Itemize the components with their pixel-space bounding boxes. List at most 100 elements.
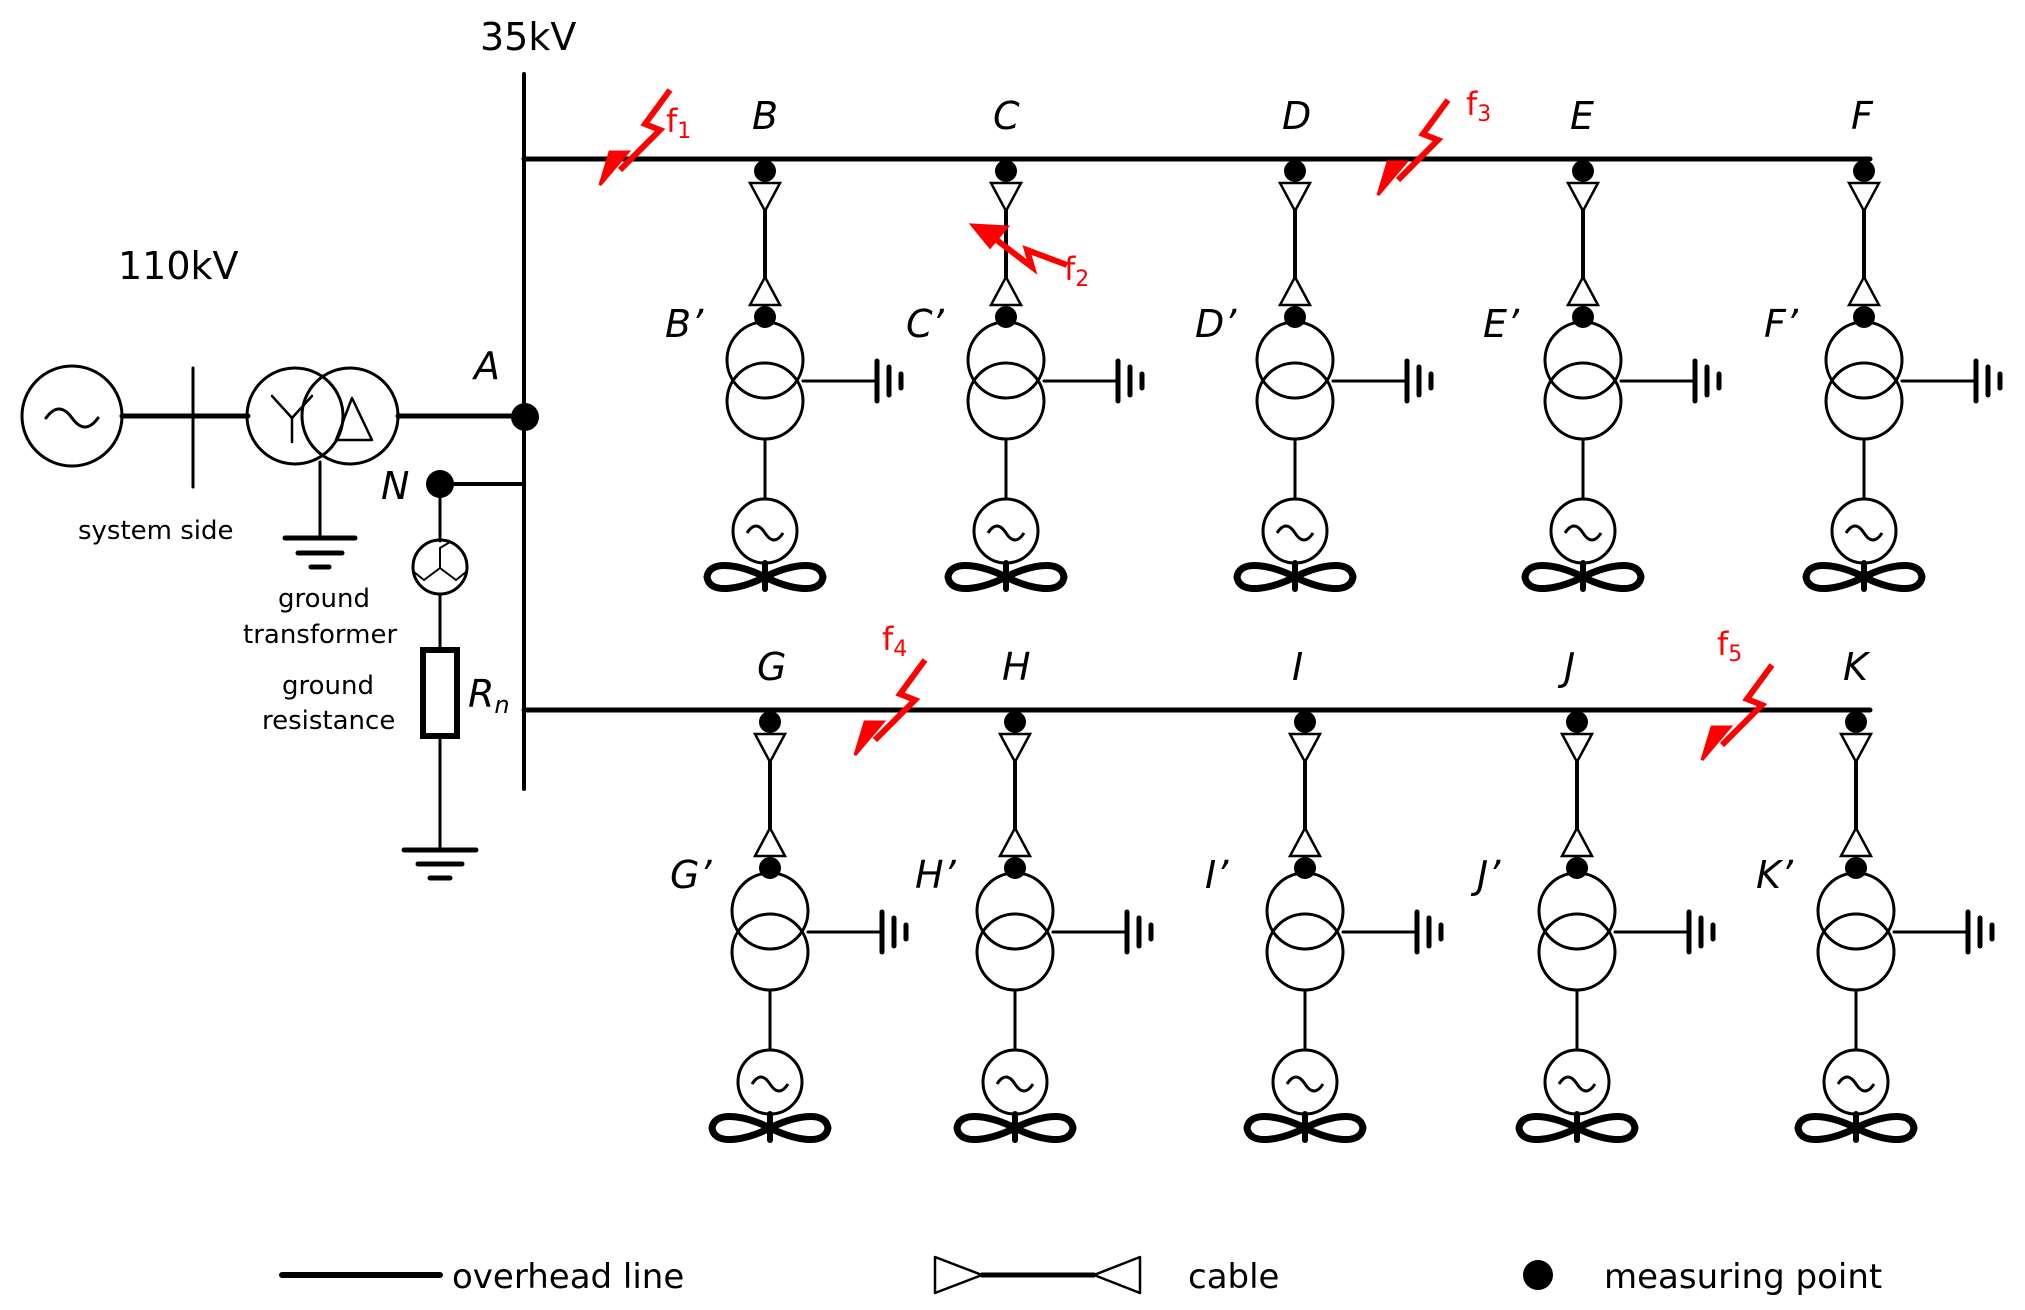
box-transformer-icon (1824, 361, 1904, 441)
rn-sub: n (494, 691, 509, 719)
cable-end-icon (1838, 732, 1874, 765)
cable-end-icon (752, 732, 788, 765)
legend-overhead-line-label: overhead line (452, 1257, 684, 1297)
turbine-unit-e: E E’ (1483, 94, 1722, 593)
measuring-point (754, 306, 776, 328)
measuring-point (759, 857, 781, 879)
measuring-point (1004, 857, 1026, 879)
turbine-unit-f: F F’ (1764, 94, 2003, 593)
fault-5-label: f5 (1717, 625, 1742, 667)
box-transformer-icon (975, 912, 1055, 992)
node-k-label: K (1843, 645, 1871, 689)
node-n-label: N (381, 464, 409, 508)
box-transformer-icon (1265, 871, 1345, 951)
node-e-label: E (1570, 94, 1594, 138)
box-transformer-icon (730, 912, 810, 992)
turbine-units: BB’ C C’ D D’ E E’ F F’ G G’ HH’II’ J J’ K K’ (665, 94, 2003, 1144)
measuring-point (1004, 711, 1026, 733)
box-transformer-icon (1543, 361, 1623, 441)
rn-main: R (468, 672, 494, 716)
system-side-source (20, 364, 251, 489)
turbine-unit-d: D D’ (1195, 94, 1434, 593)
box-transformer-icon (975, 871, 1055, 951)
box-transformer-icon (1537, 912, 1617, 992)
ground-resistance-label-2: resistance (262, 706, 395, 736)
turbine-unit-k: K K’ (1756, 645, 1995, 1144)
fault-2-icon (968, 223, 1069, 275)
cable-end-icon (1838, 825, 1874, 858)
cable-end-icon (1287, 732, 1323, 765)
voltage-35kv-label: 35kV (480, 15, 576, 59)
node-g-label: G (757, 645, 786, 689)
ground-resistance-label-1: ground (282, 671, 374, 701)
node-i-prime-label: I’ (1205, 853, 1229, 897)
cable-end-icon (1277, 181, 1313, 214)
fault-1-label: f1 (666, 102, 691, 144)
cable-end-icon (997, 732, 1033, 765)
box-transformer-icon (1255, 361, 1335, 441)
ground-resistor-icon (420, 647, 460, 739)
fault-3-label: f3 (1466, 85, 1491, 127)
measuring-point (1845, 857, 1867, 879)
rn-label: Rn (468, 672, 510, 719)
cable-end-icon (1559, 825, 1595, 858)
box-transformer-icon (1255, 320, 1335, 400)
legend-cable-symbol (933, 1255, 1142, 1295)
cable-end-icon (988, 181, 1024, 214)
node-f-label: F (1851, 94, 1874, 138)
box-transformer-icon (966, 361, 1046, 441)
turbine-unit-h: HH’ (915, 645, 1154, 1144)
turbine-unit-g: G G’ (670, 645, 909, 1144)
node-c-prime-label: C’ (906, 302, 945, 346)
measuring-point (1284, 160, 1306, 182)
cable-end-icon (988, 274, 1024, 307)
legend-measuring-point-symbol (1523, 1260, 1553, 1290)
ground-transformer-label-2: transformer (243, 620, 397, 650)
node-e-prime-label: E’ (1483, 302, 1520, 346)
fault-3-icon (1376, 98, 1451, 196)
measuring-point (1566, 857, 1588, 879)
node-c-label: C (993, 94, 1020, 138)
box-transformer-icon (1265, 912, 1345, 992)
measuring-point (1284, 306, 1306, 328)
cable-end-icon (752, 825, 788, 858)
measuring-point (1853, 160, 1875, 182)
box-transformer-icon (730, 871, 810, 951)
fault-2-label: f2 (1064, 250, 1089, 292)
legend: overhead line cable measuring point (279, 1255, 1882, 1297)
box-transformer-icon (1816, 912, 1896, 992)
node-j-prime-label: J’ (1470, 853, 1501, 897)
cable-end-icon (1277, 274, 1313, 307)
node-f-prime-label: F’ (1764, 302, 1799, 346)
fault-1-icon (598, 88, 673, 186)
fault-4-label: f4 (882, 620, 907, 662)
box-transformer-icon (725, 361, 805, 441)
cable-end-icon (747, 181, 783, 214)
node-k-prime-label: K’ (1756, 853, 1794, 897)
ground-transformer-label-1: ground (278, 584, 370, 614)
system-side-label: system side (78, 516, 234, 546)
turbine-unit-j: J J’ (1470, 645, 1716, 1144)
box-transformer-icon (725, 320, 805, 400)
measuring-point (754, 160, 776, 182)
measuring-point (1294, 857, 1316, 879)
neutral-grounding-branch (401, 470, 479, 881)
node-g-prime-label: G’ (670, 853, 712, 897)
measuring-point (995, 160, 1017, 182)
legend-cable-label: cable (1188, 1257, 1279, 1297)
box-transformer-icon (966, 320, 1046, 400)
node-j-label: J (1557, 645, 1575, 689)
main-transformer (245, 366, 527, 570)
node-d-prime-label: D’ (1195, 302, 1237, 346)
box-transformer-icon (1537, 871, 1617, 951)
measuring-point (995, 306, 1017, 328)
box-transformer-icon (1816, 871, 1896, 951)
node-h-label: H (1002, 645, 1031, 689)
cable-end-icon (1565, 181, 1601, 214)
node-d-label: D (1282, 94, 1311, 138)
cable-end-icon (747, 274, 783, 307)
turbine-unit-b: BB’ (665, 94, 904, 593)
cable-end-icon (1565, 274, 1601, 307)
turbine-unit-i: II’ (1205, 645, 1444, 1144)
bus-35kv (438, 72, 1873, 791)
